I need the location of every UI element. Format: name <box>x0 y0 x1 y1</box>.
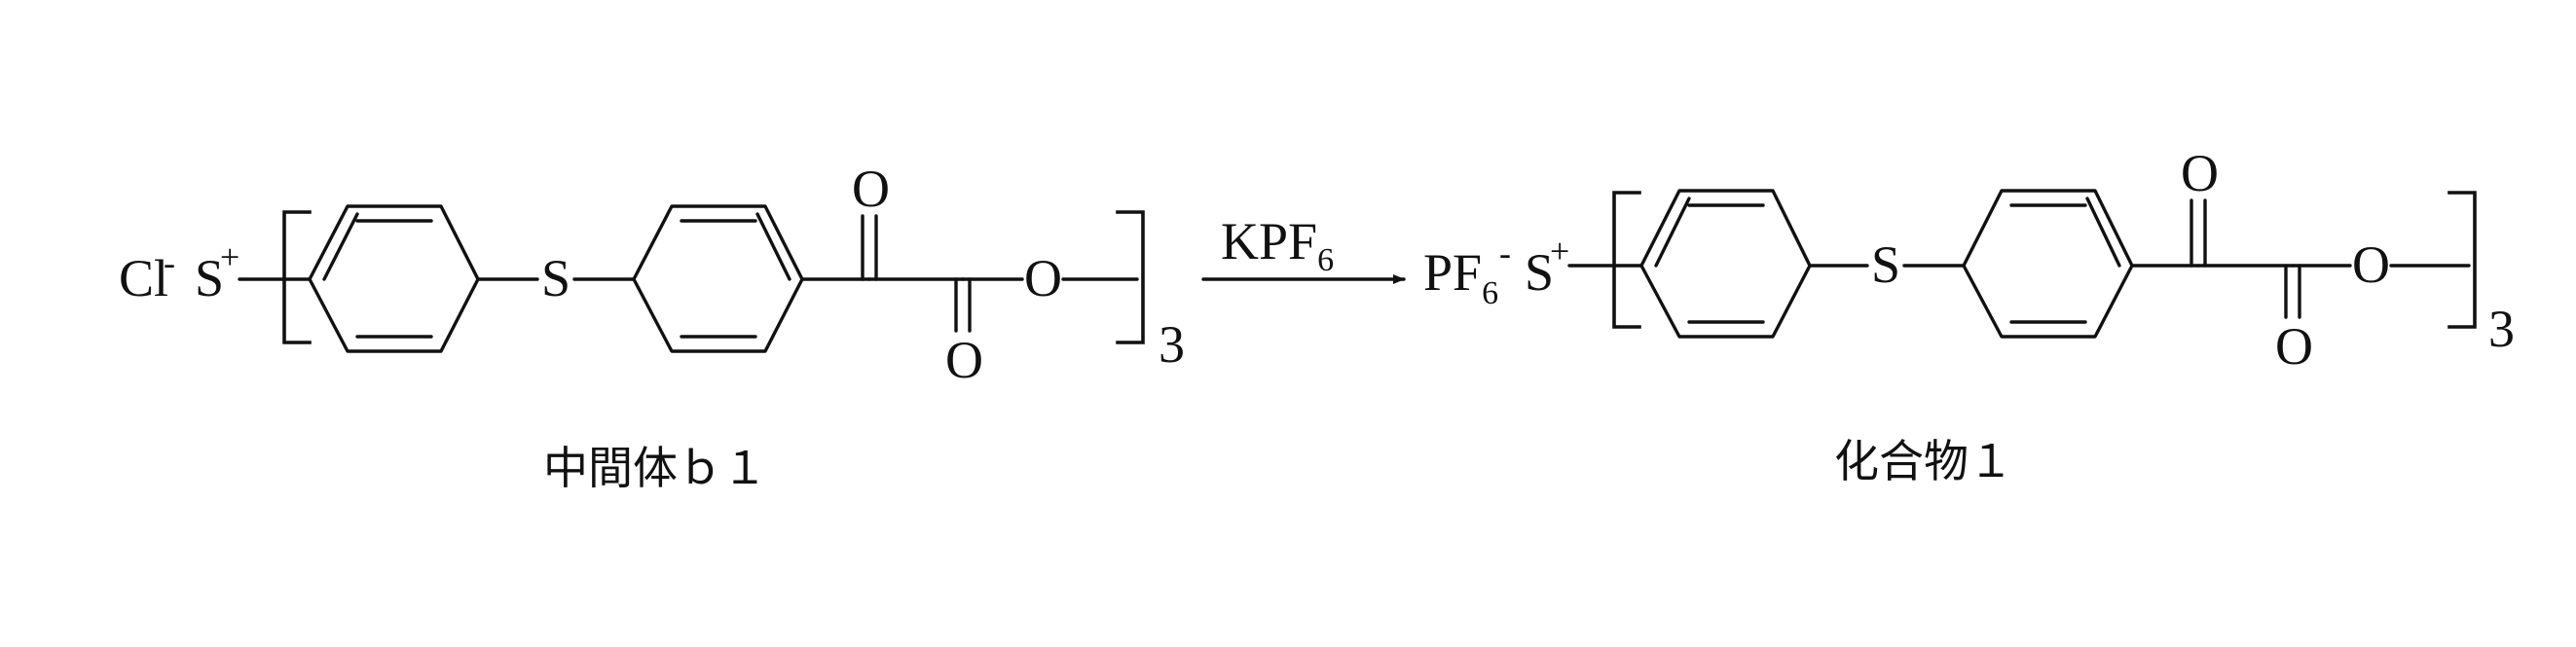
reactant-benzene-ring-1 <box>310 206 478 351</box>
product-thioether-atom: S <box>1871 235 1900 294</box>
reactant-ester-oxygen: O <box>1024 249 1062 307</box>
reactant-carbonyl-oxygen-top: O <box>852 160 890 218</box>
product-counter-ion: PF6 <box>1423 243 1498 311</box>
reactant-caption: 中間体ｂ１ <box>543 442 767 494</box>
product-structure: PF6 - S + S O O O <box>1423 144 2515 376</box>
reactant-structure: Cl - S + S O <box>119 160 1185 389</box>
reactant-repeat-count: 3 <box>1159 315 1185 374</box>
product-sulfonium-charge: + <box>1550 232 1569 270</box>
reagent-label: KPF6 <box>1221 212 1334 278</box>
product-left-bracket <box>1614 193 1639 327</box>
product-carbonyl-oxygen-top: O <box>2181 144 2219 202</box>
reactant-benzene-ring-2 <box>634 206 802 351</box>
reaction-arrow-group: KPF6 <box>1203 212 1404 279</box>
product-benzene-ring-2 <box>1964 191 2132 337</box>
reactant-right-bracket <box>1118 212 1143 342</box>
reactant-carbonyl-bottom-double-bond <box>956 279 970 331</box>
product-carbonyl-bottom-double-bond <box>2286 266 2300 317</box>
reactant-carbonyl-oxygen-bottom: O <box>945 331 983 389</box>
reactant-thioether-atom: S <box>541 249 570 307</box>
reactant-counter-ion: Cl <box>119 249 168 307</box>
product-benzene-ring-1 <box>1641 191 1810 337</box>
reactant-left-bracket <box>284 212 310 342</box>
product-counter-ion-charge: - <box>1499 234 1511 272</box>
product-repeat-count: 3 <box>2488 300 2515 358</box>
product-ester-oxygen: O <box>2352 235 2390 294</box>
product-right-bracket <box>2449 193 2475 327</box>
reactant-counter-ion-charge: - <box>164 243 175 282</box>
product-carbonyl-oxygen-bottom: O <box>2275 317 2313 376</box>
reactant-sulfonium-charge: + <box>220 237 239 276</box>
reactant-carbonyl-top-double-bond <box>863 216 876 279</box>
product-carbonyl-top-double-bond <box>2191 200 2205 266</box>
product-caption: 化合物１ <box>1834 435 2013 487</box>
